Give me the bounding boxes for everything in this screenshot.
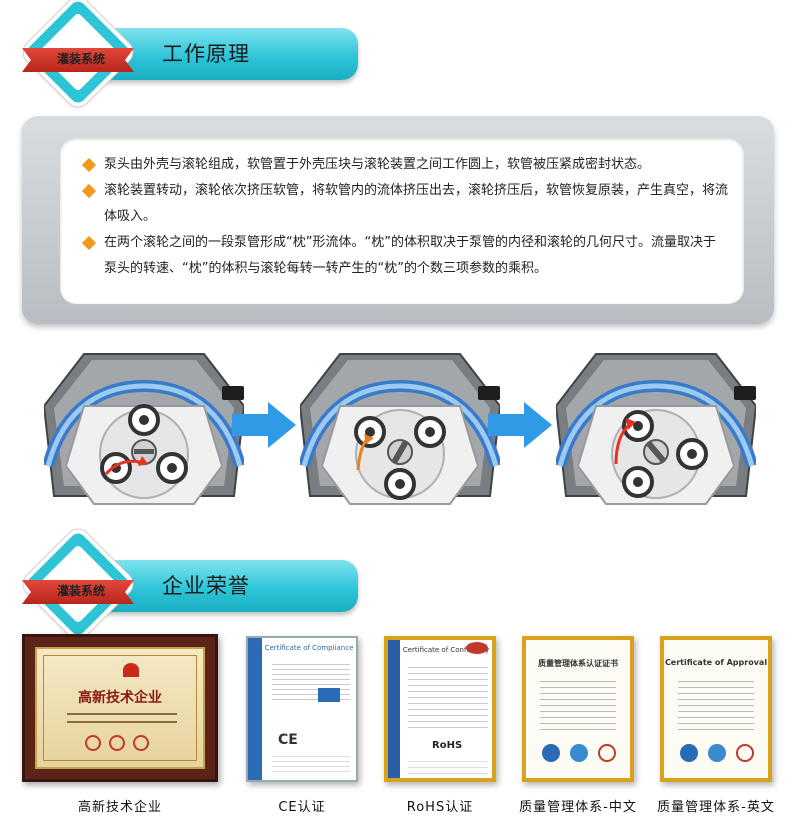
diamond-bullet-icon bbox=[81, 157, 97, 173]
pump-head-diagram-3 bbox=[556, 353, 756, 505]
certificate-gallery: 高新技术企业 高新技术企业 Certificate of Compliance … bbox=[0, 634, 800, 834]
section-header-principle: 工作原理 灌装系统 bbox=[22, 0, 358, 106]
ce-mark-icon: CE bbox=[278, 732, 298, 748]
certificate-label: CE认证 bbox=[278, 800, 326, 815]
certificate-title: 质量管理体系认证证书 bbox=[538, 659, 618, 668]
seal-icon bbox=[133, 735, 149, 751]
arrow-right-icon bbox=[232, 402, 296, 448]
seal-icon bbox=[680, 744, 698, 762]
certificate-high-tech[interactable]: 高新技术企业 bbox=[22, 634, 218, 782]
section-title: 工作原理 bbox=[162, 42, 250, 66]
certificate-iso-cn[interactable]: 质量管理体系认证证书 bbox=[522, 636, 634, 782]
certificate-ce[interactable]: Certificate of Compliance CE bbox=[246, 636, 358, 782]
principle-text-box: 泵头由外壳与滚轮组成，软管置于外壳压块与滚轮装置之间工作圆上，软管被压紧成密封状… bbox=[60, 138, 744, 304]
arrow-right-icon bbox=[488, 402, 552, 448]
certificate-title: Certificate of Conformity bbox=[402, 646, 490, 654]
emblem-icon bbox=[123, 663, 139, 677]
section-ribbon bbox=[22, 48, 134, 72]
certificate-label: 质量管理体系-中文 bbox=[519, 800, 637, 815]
iaf-logo-icon bbox=[708, 744, 726, 762]
rohs-mark-icon: RoHS bbox=[432, 740, 463, 751]
pump-head-diagram-2 bbox=[300, 353, 500, 505]
principle-item: 滚轮装置转动，滚轮依次挤压软管，将软管内的流体挤压出去，滚轮挤压后，软管恢复原装… bbox=[81, 178, 728, 230]
diamond-bullet-icon bbox=[81, 183, 97, 199]
pump-head-diagram-1 bbox=[44, 353, 244, 505]
section-header-honors: 企业荣誉 灌装系统 bbox=[22, 530, 358, 638]
seal-icon bbox=[85, 735, 101, 751]
principle-item: 在两个滚轮之间的一段泵管形成“枕”形流体。“枕”的体积取决于泵管的内径和滚轮的几… bbox=[81, 230, 728, 282]
section-title: 企业荣誉 bbox=[162, 574, 250, 598]
section-ribbon bbox=[22, 580, 134, 604]
seal-icon bbox=[736, 744, 754, 762]
certificate-label: 质量管理体系-英文 bbox=[657, 800, 775, 815]
principle-panel: 泵头由外壳与滚轮组成，软管置于外壳压块与滚轮装置之间工作圆上，软管被压紧成密封状… bbox=[22, 116, 774, 324]
logo-icon bbox=[466, 642, 488, 654]
certificate-title: Certificate of Compliance bbox=[264, 644, 354, 652]
seal-icon bbox=[542, 744, 560, 762]
seal-icon bbox=[598, 744, 616, 762]
iaf-logo-icon bbox=[570, 744, 588, 762]
certificate-rohs[interactable]: Certificate of Conformity RoHS bbox=[384, 636, 496, 782]
certificate-iso-en[interactable]: Certificate of Approval bbox=[660, 636, 772, 782]
certificate-title: Certificate of Approval bbox=[664, 658, 768, 667]
section-badge-label: 灌装系统 bbox=[56, 584, 105, 598]
certificate-label: RoHS认证 bbox=[406, 800, 474, 815]
diamond-bullet-icon bbox=[81, 235, 97, 251]
certificate-title: 高新技术企业 bbox=[78, 690, 162, 706]
section-badge-label: 灌装系统 bbox=[56, 52, 105, 66]
principle-item: 泵头由外壳与滚轮组成，软管置于外壳压块与滚轮装置之间工作圆上，软管被压紧成密封状… bbox=[81, 152, 728, 178]
seal-icon bbox=[109, 735, 125, 751]
certificate-label: 高新技术企业 bbox=[77, 800, 162, 815]
pump-diagram-row bbox=[0, 346, 800, 526]
